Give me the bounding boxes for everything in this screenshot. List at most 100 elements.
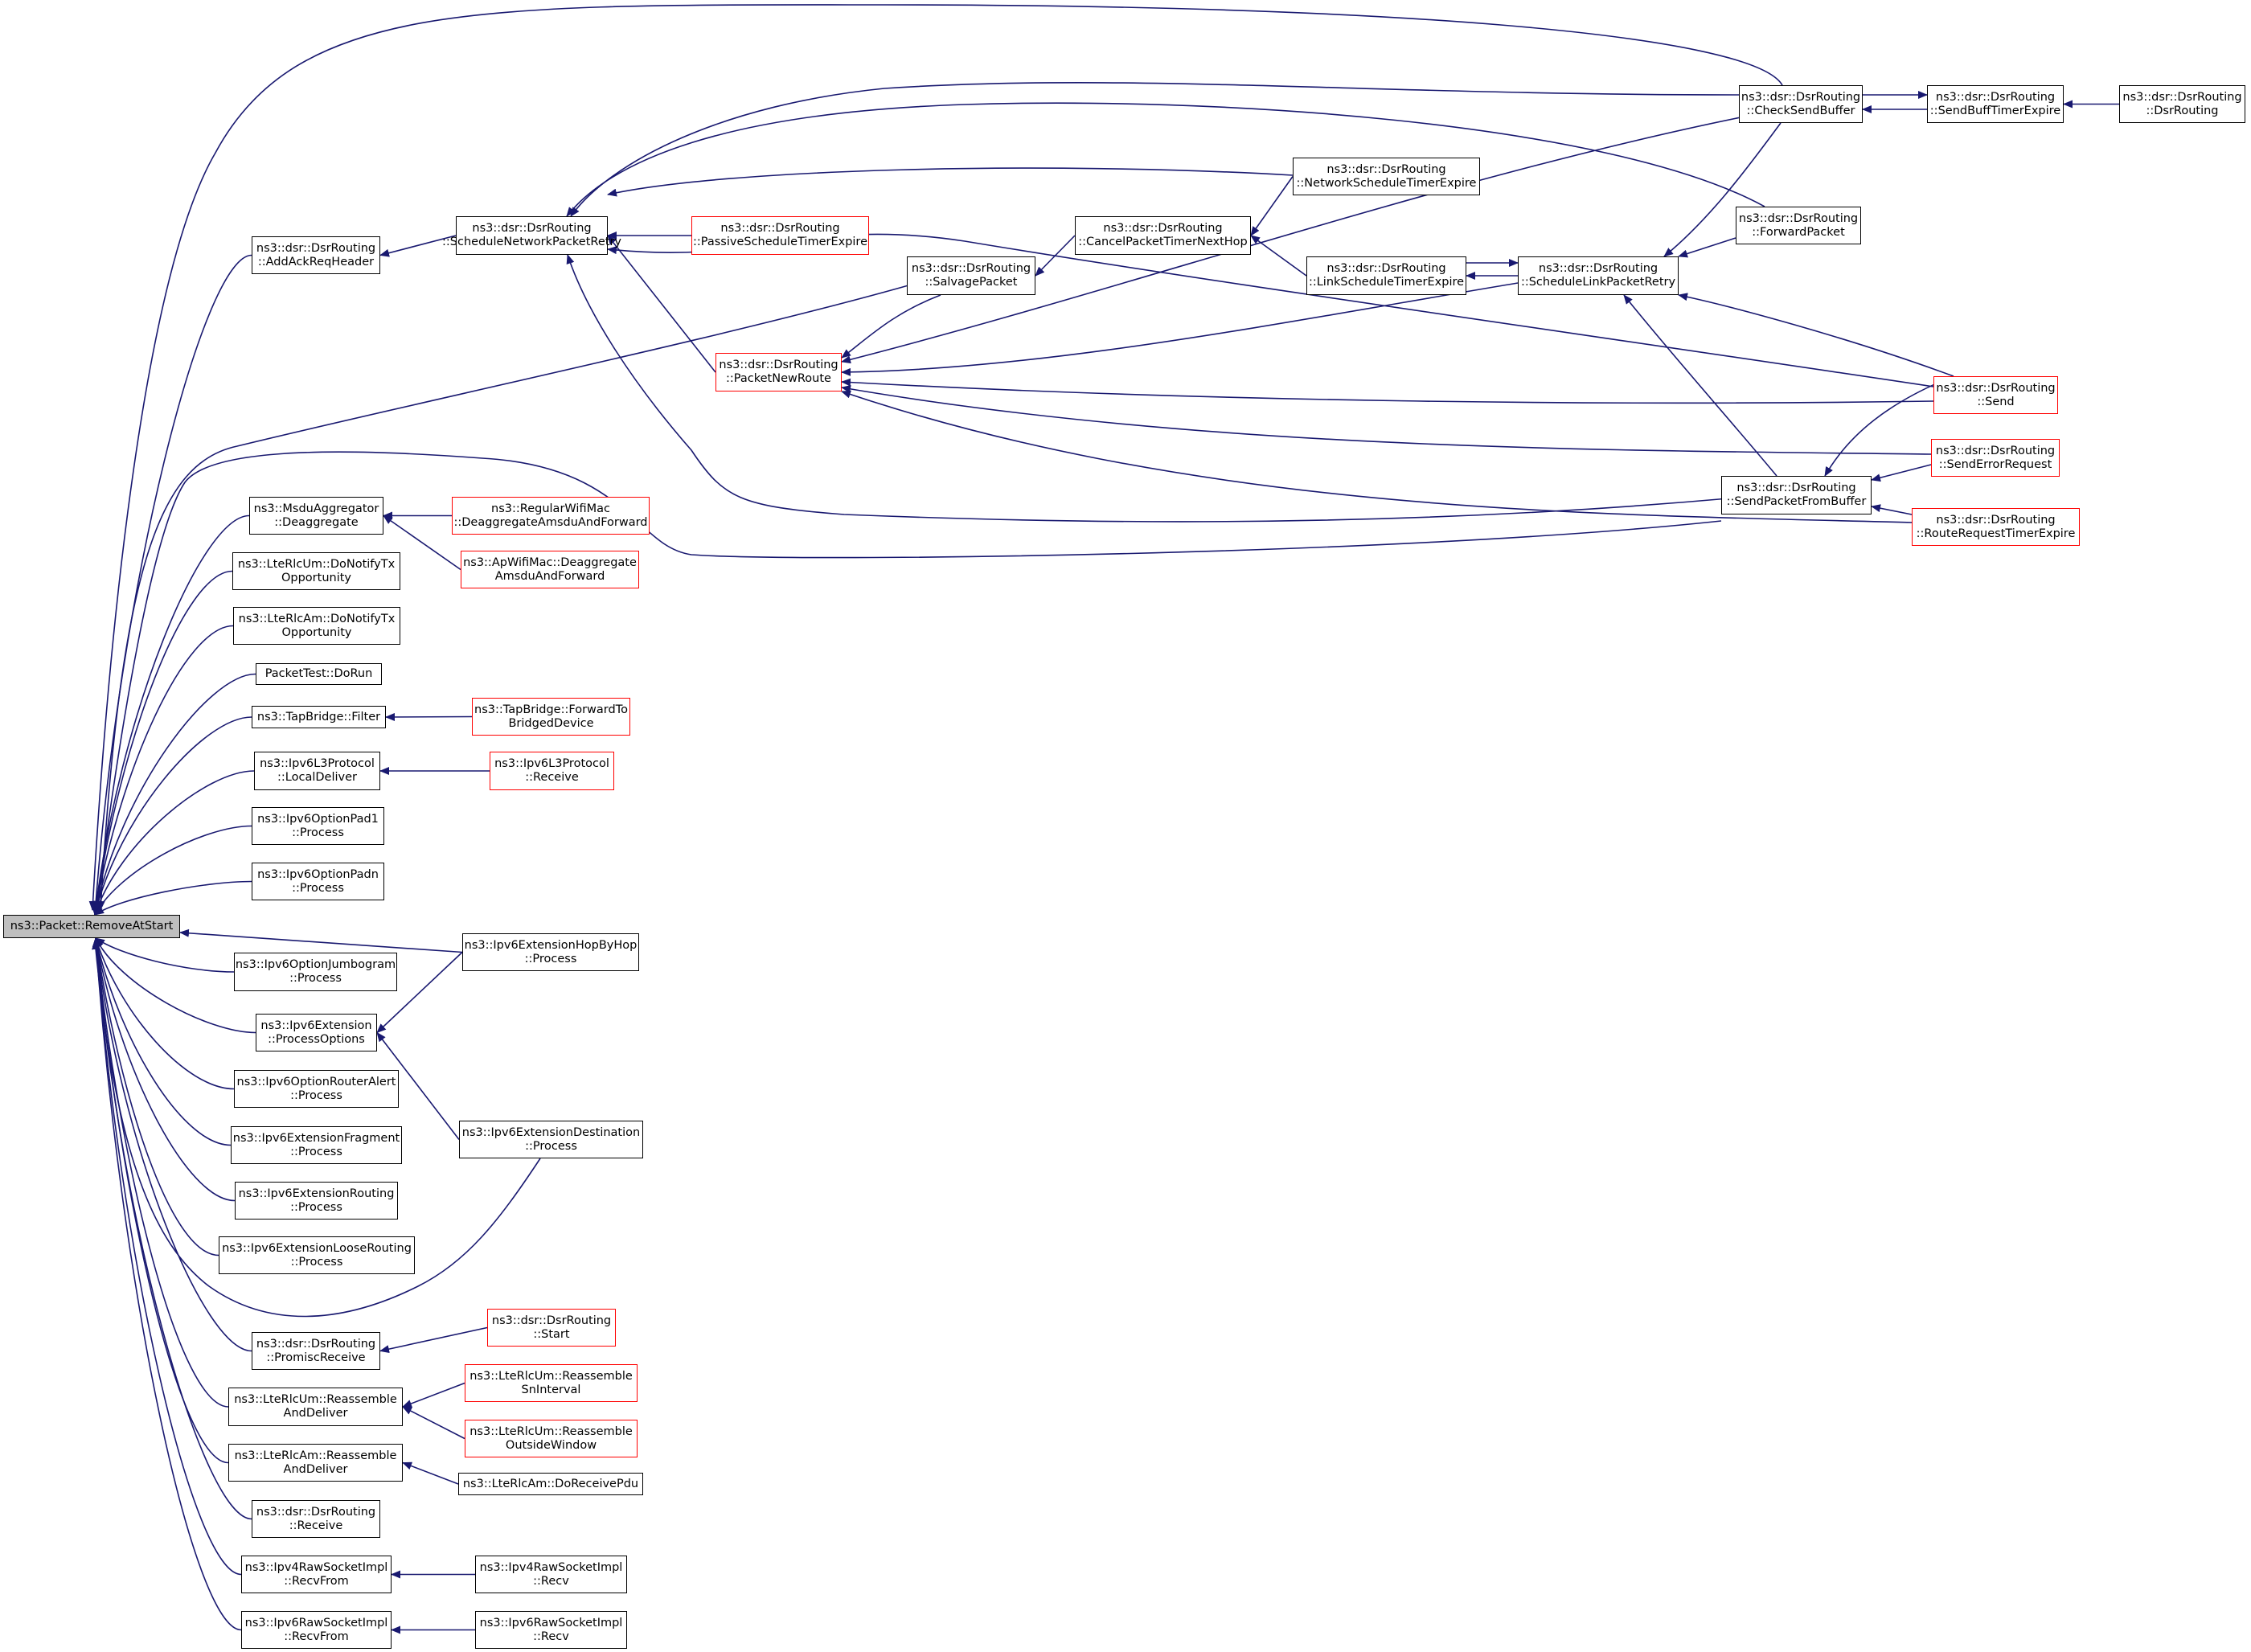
edge-ipv6Pad1-to-root	[94, 825, 252, 916]
edge-ipv6Loose-to-root	[92, 937, 219, 1256]
graph-node-ipv4RawRecv[interactable]: ns3::Ipv4RawSocketImpl::Recv	[475, 1556, 627, 1593]
node-label-line: ::Process	[290, 1145, 342, 1158]
graph-node-dsrReceive[interactable]: ns3::dsr::DsrRouting::Receive	[252, 1500, 380, 1538]
graph-node-sendPktFromBuf[interactable]: ns3::dsr::DsrRouting::SendPacketFromBuff…	[1721, 476, 1872, 514]
edge-ipv6ProcOpts-to-root	[95, 937, 256, 1034]
node-label-line: ns3::LteRlcUm::Reassemble	[469, 1424, 633, 1438]
graph-node-ipv6RawRecv[interactable]: ns3::Ipv6RawSocketImpl::Recv	[475, 1611, 627, 1649]
node-label-line: ns3::dsr::DsrRouting	[491, 1314, 612, 1327]
edge-ipv6Frag-to-root	[93, 937, 232, 1146]
graph-node-forwardPacket[interactable]: ns3::dsr::DsrRouting::ForwardPacket	[1736, 207, 1861, 244]
graph-node-ipv6L3Local[interactable]: ns3::Ipv6L3Protocol::LocalDeliver	[254, 752, 380, 790]
node-label-line: ::Recv	[533, 1629, 569, 1643]
graph-node-ipv6L3Receive[interactable]: ns3::Ipv6L3Protocol::Receive	[490, 752, 614, 790]
node-label-line: ::Process	[292, 881, 344, 895]
graph-node-ipv6Dest[interactable]: ns3::Ipv6ExtensionDestination::Process	[459, 1121, 643, 1158]
graph-node-passive[interactable]: ns3::dsr::DsrRouting::PassiveScheduleTim…	[691, 216, 869, 255]
edge-ipv6Padn-to-root	[94, 880, 252, 916]
graph-node-cancelTimer[interactable]: ns3::dsr::DsrRouting::CancelPacketTimerN…	[1075, 216, 1251, 255]
node-label-line: ns3::Ipv6OptionPadn	[257, 867, 379, 881]
edge-ipv6Jumbo-to-root	[95, 937, 235, 973]
graph-node-schedNPR[interactable]: ns3::dsr::DsrRouting::ScheduleNetworkPac…	[442, 216, 621, 255]
edge-packetNewRoute-to-schedNPR	[607, 235, 716, 373]
edge-dsrSend-to-sendPktFromBuf	[1824, 375, 1954, 477]
node-label-line: ns3::dsr::DsrRouting	[256, 1337, 376, 1351]
graph-node-packetTest[interactable]: PacketTest::DoRun	[256, 663, 382, 685]
graph-node-ipv6RawRecvFrom[interactable]: ns3::Ipv6RawSocketImpl::RecvFrom	[241, 1611, 392, 1649]
node-label-line: ns3::MsduAggregator	[253, 502, 379, 515]
graph-node-ipv6ProcOpts[interactable]: ns3::Ipv6Extension::ProcessOptions	[256, 1014, 377, 1051]
node-label-line: ns3::Ipv4RawSocketImpl	[479, 1560, 623, 1574]
graph-node-netSchedTimer[interactable]: ns3::dsr::DsrRouting::NetworkScheduleTim…	[1293, 158, 1480, 195]
graph-node-packetNewRoute[interactable]: ns3::dsr::DsrRouting::PacketNewRoute	[715, 353, 842, 391]
graph-node-ipv6Frag[interactable]: ns3::Ipv6ExtensionFragment::Process	[231, 1126, 402, 1164]
node-label-line: ns3::dsr::DsrRouting	[2122, 90, 2242, 104]
node-label-line: ns3::LteRlcUm::Reassemble	[234, 1393, 397, 1406]
node-label-line: Opportunity	[281, 571, 351, 584]
edge-dsrPromisc-to-root	[92, 937, 252, 1352]
edge-lteRlcUmSn-to-lteRlcUmReasm	[402, 1382, 465, 1408]
node-label-line: ::SendBuffTimerExpire	[1929, 104, 2061, 117]
graph-node-dsrSend[interactable]: ns3::dsr::DsrRouting::Send	[1933, 376, 2058, 414]
graph-node-ipv6Pad1[interactable]: ns3::Ipv6OptionPad1::Process	[252, 807, 384, 845]
graph-node-tapFilter[interactable]: ns3::TapBridge::Filter	[252, 706, 386, 728]
edge-sendErrReq-to-sendPktFromBuf	[1871, 464, 1932, 482]
graph-node-ipv6Padn[interactable]: ns3::Ipv6OptionPadn::Process	[252, 863, 384, 900]
edge-checkSendBuf-to-schedNPR	[570, 82, 1740, 217]
edge-salvage-to-root	[96, 285, 909, 911]
graph-node-ipv6Loose[interactable]: ns3::Ipv6ExtensionLooseRouting::Process	[219, 1236, 415, 1274]
node-label-line: ns3::dsr::DsrRouting	[1103, 222, 1223, 235]
graph-node-sendErrReq[interactable]: ns3::dsr::DsrRouting::SendErrorRequest	[1931, 439, 2060, 477]
node-label-line: ::Process	[290, 1200, 342, 1214]
graph-node-lteRlcAmRecv[interactable]: ns3::LteRlcAm::DoReceivePdu	[458, 1473, 643, 1495]
node-label-line: ::Start	[533, 1327, 570, 1341]
node-label-line: ns3::LteRlcAm::DoReceivePdu	[462, 1477, 639, 1490]
graph-node-addAck[interactable]: ns3::dsr::DsrRouting::AddAckReqHeader	[252, 236, 380, 274]
node-label-line: ::SendErrorRequest	[1938, 457, 2052, 471]
graph-node-sendBuffTimer[interactable]: ns3::dsr::DsrRouting::SendBuffTimerExpir…	[1927, 85, 2064, 123]
node-label-line: ns3::ApWifiMac::Deaggregate	[463, 555, 637, 569]
node-label-line: AndDeliver	[283, 1462, 348, 1476]
graph-node-ipv6Routing[interactable]: ns3::Ipv6ExtensionRouting::Process	[235, 1182, 398, 1220]
edge-sendErrReq-to-packetNewRoute	[841, 384, 1932, 455]
node-label-line: OutsideWindow	[505, 1438, 597, 1452]
edge-sendPktFromBuf-to-schedNPR	[566, 254, 1729, 523]
edge-ipv6HopByHop-to-ipv6ProcOpts	[376, 951, 463, 1034]
graph-node-linkSchedTimer[interactable]: ns3::dsr::DsrRouting::LinkScheduleTimerE…	[1306, 256, 1466, 295]
node-label-line: ns3::dsr::DsrRouting	[1741, 90, 1861, 104]
edge-lteRlcUmOutside-to-lteRlcUmReasm	[402, 1406, 465, 1440]
graph-node-ipv6Jumbo[interactable]: ns3::Ipv6OptionJumbogram::Process	[234, 953, 397, 991]
graph-node-checkSendBuf[interactable]: ns3::dsr::DsrRouting::CheckSendBuffer	[1739, 85, 1863, 123]
node-label-line: ::CancelPacketTimerNextHop	[1078, 236, 1248, 248]
edge-ipv6RouterAlert-to-root	[94, 937, 235, 1090]
graph-node-dsrRouting[interactable]: ns3::dsr::DsrRouting::DsrRouting	[2119, 85, 2245, 123]
node-label-line: ns3::dsr::DsrRouting	[1326, 162, 1446, 176]
node-label-line: ::Receive	[525, 771, 579, 784]
graph-node-ipv4RawRecvFrom[interactable]: ns3::Ipv4RawSocketImpl::RecvFrom	[241, 1556, 392, 1593]
node-label-line: ::PromiscReceive	[266, 1351, 366, 1364]
graph-node-ipv6HopByHop[interactable]: ns3::Ipv6ExtensionHopByHop::Process	[462, 933, 639, 971]
edge-lteRlcUmNotify-to-root	[92, 570, 233, 916]
graph-node-salvage[interactable]: ns3::dsr::DsrRouting::SalvagePacket	[907, 256, 1035, 295]
graph-node-regWifiDeagg[interactable]: ns3::RegularWifiMac::DeaggregateAmsduAnd…	[452, 497, 650, 535]
graph-node-schedLPR[interactable]: ns3::dsr::DsrRouting::ScheduleLinkPacket…	[1518, 256, 1679, 295]
edge-ipv6Dest-to-root	[92, 940, 541, 1318]
node-label-line: ns3::TapBridge::ForwardTo	[474, 703, 628, 716]
graph-node-dsrStart[interactable]: ns3::dsr::DsrRouting::Start	[487, 1309, 616, 1347]
node-label-line: Opportunity	[281, 625, 352, 639]
edge-lteRlcUmReasm-to-root	[92, 937, 229, 1408]
graph-node-ipv6RouterAlert[interactable]: ns3::Ipv6OptionRouterAlert::Process	[234, 1070, 399, 1108]
graph-node-dsrPromisc[interactable]: ns3::dsr::DsrRouting::PromiscReceive	[252, 1332, 380, 1370]
graph-node-msduDeagg[interactable]: ns3::MsduAggregator::Deaggregate	[249, 497, 383, 535]
graph-node-routeReqTimer[interactable]: ns3::dsr::DsrRouting::RouteRequestTimerE…	[1912, 508, 2080, 546]
node-label-line: ::ScheduleLinkPacketRetry	[1520, 276, 1676, 289]
